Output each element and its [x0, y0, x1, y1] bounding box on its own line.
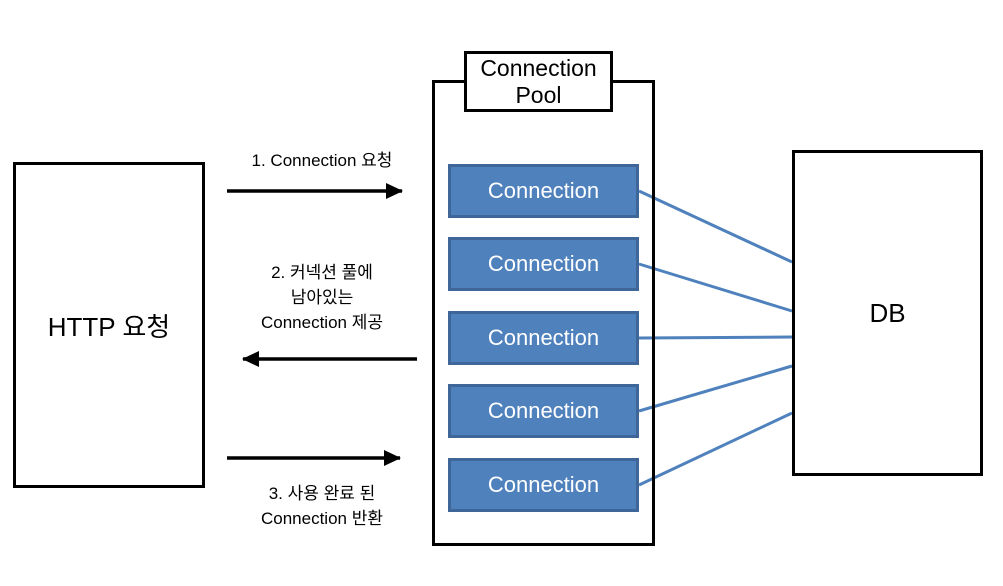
connection-box-2: Connection	[448, 237, 639, 291]
step2-line1: 2. 커넥션 풀에	[271, 263, 373, 282]
connection-line-1	[638, 189, 793, 264]
connection-pool-title-box: Connection Pool	[464, 51, 613, 112]
connection-label: Connection	[487, 325, 600, 350]
db-label: DB	[869, 297, 906, 328]
db-box: DB	[792, 150, 983, 476]
pool-to-db-lines	[638, 189, 793, 487]
http-request-label: HTTP 요청	[47, 311, 171, 342]
connection-box-3: Connection	[448, 311, 639, 365]
step2-line3: Connection 제공	[260, 313, 383, 332]
connection-pool-title: Connection Pool	[480, 54, 597, 108]
connection-box-5: Connection	[448, 458, 639, 512]
step3-line1: 3. 사용 완료 된	[268, 484, 376, 503]
step1-line1: 1. Connection 요청	[251, 151, 393, 170]
connection-box-1: Connection	[448, 164, 639, 218]
connection-label: Connection	[487, 398, 600, 423]
step3-label: 3. 사용 완료 된 Connection 반환	[217, 481, 427, 531]
step2-line2: 남아있는	[290, 288, 354, 307]
connection-box-4: Connection	[448, 384, 639, 438]
step1-label: 1. Connection 요청	[217, 148, 427, 173]
step2-label: 2. 커넥션 풀에 남아있는 Connection 제공	[217, 260, 427, 335]
connection-label: Connection	[487, 251, 600, 276]
connection-line-4	[638, 364, 793, 413]
connection-label: Connection	[487, 472, 600, 497]
http-request-box: HTTP 요청	[13, 162, 205, 488]
connection-line-3	[638, 335, 793, 340]
connection-line-5	[638, 411, 793, 487]
step3-line2: Connection 반환	[260, 509, 383, 528]
connection-line-2	[638, 262, 793, 313]
connection-label: Connection	[487, 178, 600, 203]
